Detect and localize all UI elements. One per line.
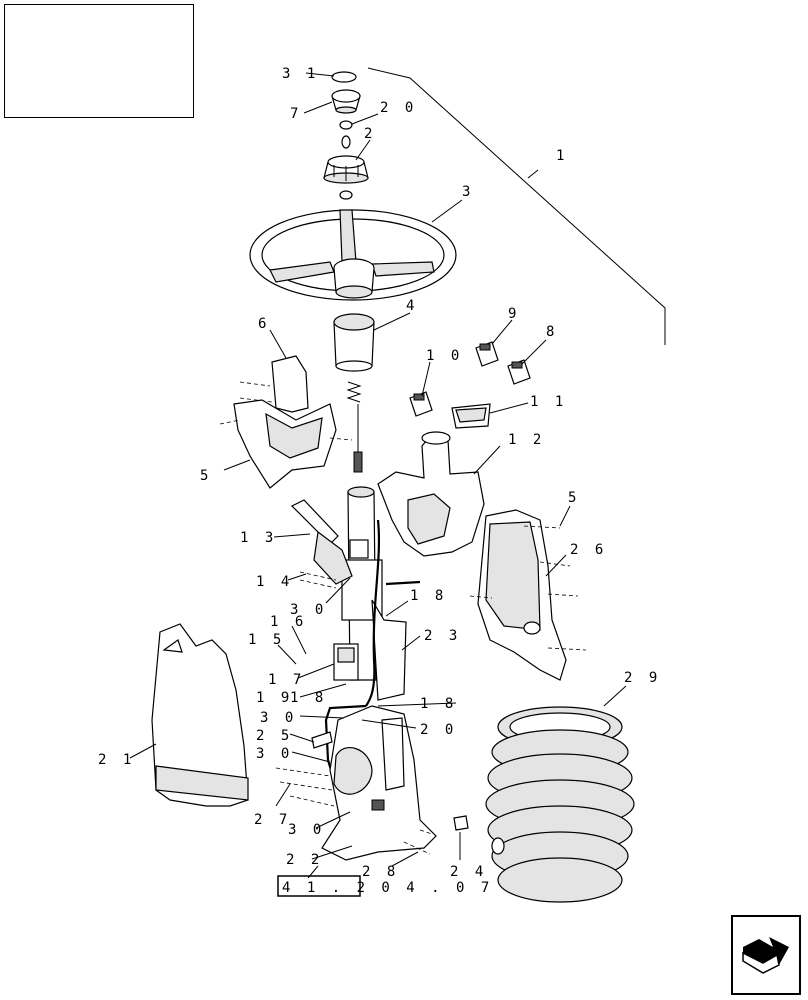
callout-20-b: 2 0 <box>420 722 457 738</box>
callout-7: 7 <box>290 106 302 122</box>
callout-1: 1 <box>556 148 568 164</box>
callout-18-a: 1 8 <box>410 588 447 604</box>
section-reference-label[interactable]: 4 1 . 2 0 4 . 0 7 <box>282 880 493 896</box>
callout-25: 2 5 <box>256 728 293 744</box>
part-8-switch <box>507 359 531 385</box>
callout-21: 2 1 <box>98 752 135 768</box>
part-2-hub-adapter <box>323 155 369 200</box>
callout-16: 1 6 <box>270 614 307 630</box>
part-25-pin <box>311 731 333 749</box>
callout-12: 1 2 <box>508 432 545 448</box>
callout-8: 8 <box>546 324 558 340</box>
column-spring <box>346 381 362 403</box>
callout-20: 2 0 <box>380 100 417 116</box>
part-9-switch <box>475 341 499 367</box>
callout-14: 1 4 <box>256 574 293 590</box>
callout-30-b: 3 0 <box>260 710 297 726</box>
assembly-bracket <box>367 67 666 345</box>
section-reference[interactable]: 4 1 . 2 0 4 . 0 7 <box>277 865 493 897</box>
callout-27: 2 7 <box>254 812 291 828</box>
callout-23: 2 3 <box>424 628 461 644</box>
part-4-column-cover <box>333 313 375 372</box>
next-page-icon[interactable] <box>731 915 801 995</box>
callout-24: 2 4 <box>450 864 487 880</box>
callout-10: 1 0 <box>426 348 463 364</box>
steering-column <box>333 404 407 701</box>
callout-30-a: 3 0 <box>290 602 327 618</box>
part-13-stalk-switch <box>290 499 353 585</box>
callout-26: 2 6 <box>570 542 607 558</box>
part-10-switch <box>409 391 433 417</box>
part-3-steering-wheel <box>249 209 457 301</box>
callout-4: 4 <box>406 298 418 314</box>
part-26-lower-shroud-right <box>469 509 587 681</box>
part-20-nut <box>339 120 353 149</box>
callout-5-left: 5 <box>200 468 212 484</box>
callout-17: 1 7 <box>268 672 305 688</box>
callout-11: 1 1 <box>530 394 567 410</box>
part-29-bellows-boot <box>485 706 635 903</box>
part-22-base-bracket <box>321 705 437 861</box>
part-21-boot-cover <box>151 623 249 807</box>
callout-22: 2 2 <box>286 852 323 868</box>
callout-28: 2 8 <box>362 864 399 880</box>
part-24-key <box>453 815 469 831</box>
part-11-switch-plate <box>451 403 491 429</box>
callout-13: 1 3 <box>240 530 277 546</box>
callout-30-c: 3 0 <box>256 746 293 762</box>
part-14-screws <box>299 571 337 589</box>
part-7-cap <box>331 89 361 114</box>
callout-9: 9 <box>508 306 520 322</box>
callout-18-c: 1 8 <box>420 696 457 712</box>
callout-18-b: 1 8 <box>290 690 327 706</box>
title-block <box>4 4 194 118</box>
part-31-emblem <box>331 71 357 83</box>
part-27-bolts <box>275 767 335 807</box>
part-12-dash-housing <box>377 431 485 557</box>
callout-31: 3 1 <box>282 66 319 82</box>
arrow-icon <box>742 937 789 974</box>
leader-lines <box>129 72 627 867</box>
callout-15: 1 5 <box>248 632 285 648</box>
callout-19: 1 9 <box>256 690 293 706</box>
part-5-lower-shroud-left <box>219 399 353 489</box>
callout-6: 6 <box>258 316 270 332</box>
callout-3: 3 <box>462 184 474 200</box>
callout-5-right: 5 <box>568 490 580 506</box>
callout-labels: 3 1 7 2 0 2 1 3 6 4 9 8 1 0 1 1 1 2 5 5 … <box>98 66 661 880</box>
callout-29: 2 9 <box>624 670 661 686</box>
callout-2: 2 <box>364 126 376 142</box>
callout-30-d: 3 0 <box>288 822 325 838</box>
